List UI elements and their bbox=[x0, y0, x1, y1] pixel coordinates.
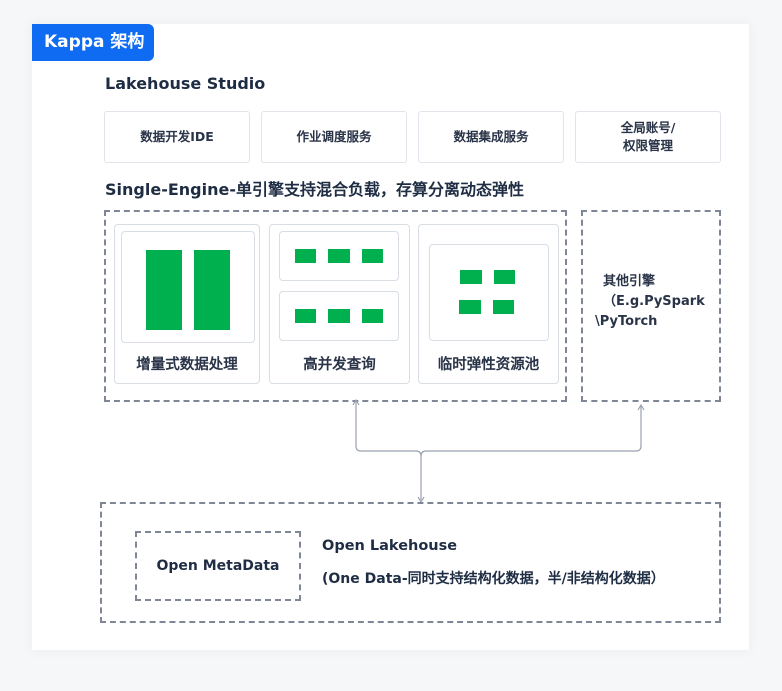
query-group-2 bbox=[279, 291, 399, 341]
open-metadata-box: Open MetaData bbox=[135, 531, 301, 601]
service-ide-label: 数据开发IDE bbox=[140, 129, 214, 144]
green-block bbox=[295, 249, 316, 263]
incremental-graphic bbox=[121, 231, 255, 343]
open-lakehouse-title: Open Lakehouse bbox=[322, 538, 458, 554]
service-scheduler: 作业调度服务 bbox=[261, 111, 407, 163]
green-block bbox=[194, 250, 230, 330]
connector-right bbox=[420, 406, 642, 457]
open-lakehouse-subtitle: (One Data-同时支持结构化数据，半/非结构化数据） bbox=[322, 571, 665, 587]
green-block bbox=[295, 309, 316, 323]
service-ide: 数据开发IDE bbox=[104, 111, 250, 163]
open-lakehouse-group bbox=[100, 502, 721, 623]
panel-concurrency-label: 高并发查询 bbox=[303, 357, 376, 373]
panel-concurrency: 高并发查询 bbox=[269, 224, 410, 384]
panel-incremental-label: 增量式数据处理 bbox=[136, 357, 238, 373]
other-engines-line3: \PyTorch bbox=[595, 314, 658, 329]
other-engines-line1: 其他引擎 bbox=[603, 274, 656, 289]
green-block bbox=[362, 309, 383, 323]
green-block bbox=[362, 249, 383, 263]
green-block bbox=[493, 300, 514, 314]
elastic-pool-graphic bbox=[429, 244, 549, 341]
service-account-line1: 全局账号/ bbox=[620, 120, 676, 135]
panel-elastic-pool-label: 临时弹性资源池 bbox=[437, 357, 540, 373]
engine-title: Single-Engine-单引擎支持混合负载，存算分离动态弹性 bbox=[105, 180, 524, 199]
green-block bbox=[494, 270, 515, 284]
green-block bbox=[460, 270, 482, 284]
service-account-line2: 权限管理 bbox=[622, 138, 673, 153]
arrow-up-engine-icon bbox=[352, 398, 360, 406]
arrow-up-other-icon bbox=[637, 403, 645, 411]
other-engines-text: 其他引擎 （E.g.PySpark \PyTorch bbox=[595, 272, 705, 332]
service-integration-label: 数据集成服务 bbox=[453, 129, 529, 144]
green-block bbox=[146, 250, 182, 330]
green-block bbox=[459, 300, 481, 314]
service-integration: 数据集成服务 bbox=[418, 111, 564, 163]
open-metadata-label: Open MetaData bbox=[156, 558, 280, 574]
studio-title: Lakehouse Studio bbox=[105, 74, 266, 93]
kappa-badge: Kappa 架构 bbox=[32, 24, 154, 61]
query-group-1 bbox=[279, 231, 399, 281]
service-scheduler-label: 作业调度服务 bbox=[296, 129, 372, 144]
other-engines-line2: （E.g.PySpark bbox=[603, 294, 705, 309]
green-block bbox=[328, 309, 350, 323]
panel-incremental: 增量式数据处理 bbox=[114, 224, 260, 384]
connector-left bbox=[355, 402, 422, 500]
other-engines-group bbox=[581, 210, 721, 402]
single-engine-group bbox=[104, 210, 567, 402]
panel-elastic-pool: 临时弹性资源池 bbox=[418, 224, 559, 384]
green-block bbox=[328, 249, 350, 263]
service-account: 全局账号/权限管理 bbox=[575, 111, 721, 163]
